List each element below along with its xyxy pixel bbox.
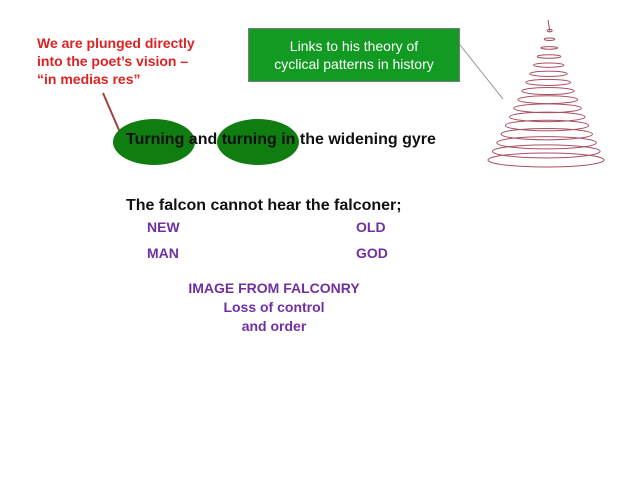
turning-highlight-oval-2	[217, 119, 299, 165]
spiral-loop	[525, 78, 572, 86]
spiral-loop	[540, 46, 559, 50]
cyclical-patterns-box: Links to his theory of cyclical patterns…	[248, 28, 460, 82]
spiral-loop	[536, 54, 562, 59]
spiral-loop	[509, 111, 586, 123]
note-line-2: into the poet’s vision –	[37, 53, 189, 69]
spiral-loop	[513, 103, 582, 114]
poem-line-gyre: Turning and turning in the widening gyre	[126, 131, 436, 148]
spiral-loop	[529, 70, 568, 77]
box-line-2: cyclical patterns in history	[274, 56, 434, 72]
spiral-loop	[487, 152, 605, 168]
box-connector-line	[459, 44, 504, 100]
label-god: GOD	[356, 245, 388, 261]
spiral-loop	[533, 62, 565, 68]
gyre-spiral-icon	[487, 19, 605, 168]
poem-line-falcon: The falcon cannot hear the falconer;	[126, 197, 402, 214]
label-new: NEW	[147, 219, 180, 235]
spiral-loop	[500, 127, 593, 141]
in-medias-res-note: We are plunged directly into the poet’s …	[37, 34, 247, 88]
spiral-loop	[504, 119, 590, 132]
spiral-loop	[496, 136, 597, 150]
spiral-loop	[491, 144, 601, 159]
falconry-note: IMAGE FROM FALCONRY Loss of control and …	[160, 279, 388, 336]
spiral-loop	[543, 37, 556, 41]
box-line-1: Links to his theory of	[289, 38, 419, 54]
falconry-line-1: IMAGE FROM FALCONRY	[188, 280, 360, 296]
label-man: MAN	[147, 245, 179, 261]
falconry-line-3: and order	[241, 318, 307, 334]
spiral-tip	[547, 19, 551, 33]
turning-highlight-oval-1	[113, 119, 195, 165]
note-line-3: “in medias res”	[37, 71, 141, 87]
note-line-1: We are plunged directly	[37, 35, 195, 51]
falconry-line-2: Loss of control	[223, 299, 325, 315]
spiral-loop	[517, 95, 579, 105]
label-old: OLD	[356, 219, 386, 235]
spiral-loop	[521, 87, 575, 95]
